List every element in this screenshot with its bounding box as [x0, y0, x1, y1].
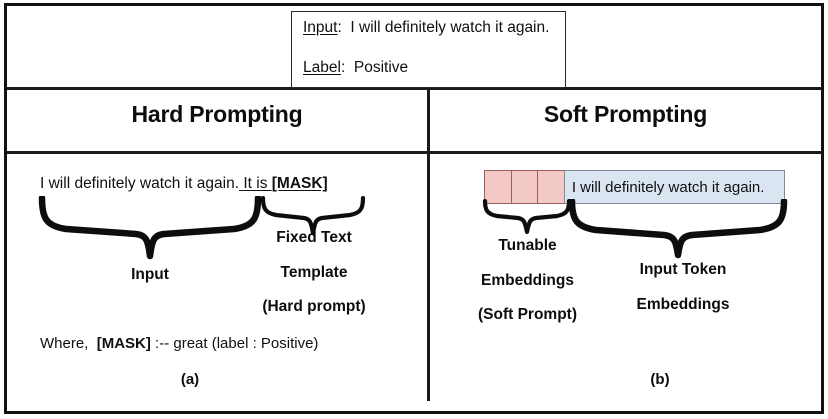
- label-key-label: Label: [303, 59, 341, 77]
- input-token-embedding-box: I will definitely watch it again.: [563, 170, 785, 204]
- input-key-label: Input: [303, 19, 338, 36]
- hard-template-text: It is [MASK]: [239, 175, 328, 192]
- subfigure-a-caption: (a): [180, 371, 200, 388]
- column-divider-rule: [427, 88, 430, 401]
- tunable-embeddings-brace-icon: [482, 199, 572, 235]
- header-divider-rule: [7, 87, 821, 90]
- fixed-text-template-label-group: Fixed Text Template (Hard prompt): [248, 230, 380, 315]
- input-token-line-2: Embeddings: [636, 295, 730, 313]
- soft-prompt-embedding-strip: I will definitely watch it again.: [484, 170, 785, 204]
- title-divider-rule: [7, 151, 821, 154]
- tunable-line-1: Tunable: [498, 237, 557, 254]
- fixed-text-line-1: Fixed Text: [276, 229, 352, 246]
- label-value-text: Positive: [353, 59, 409, 77]
- fixed-text-line-2: Template: [280, 263, 348, 281]
- figure-outer-frame: [4, 3, 824, 414]
- where-explanation-line: Where, [MASK] :-- great (label : Positiv…: [40, 335, 318, 352]
- label-line: Label: Positive: [303, 60, 565, 76]
- input-token-embedding-text: I will definitely watch it again.: [571, 178, 765, 196]
- tunable-line-2: Embeddings: [480, 271, 574, 289]
- input-label-box: Input: I will definitely watch it again.…: [291, 11, 566, 88]
- input-brace-icon: [38, 196, 262, 260]
- label-separator: :: [340, 59, 346, 77]
- tunable-line-3: (Soft Prompt): [477, 306, 577, 323]
- subfigure-b-caption: (b): [650, 371, 670, 388]
- input-separator: :: [337, 19, 342, 36]
- where-prefix-text: Where,: [40, 335, 89, 352]
- fixed-text-brace-icon: [260, 196, 366, 236]
- input-token-line-1: Input Token: [639, 261, 727, 278]
- hard-input-sentence-text: I will definitely watch it again.: [40, 175, 240, 192]
- input-token-embeddings-label-group: Input Token Embeddings: [608, 262, 758, 312]
- tunable-embedding-cell: [510, 170, 539, 204]
- hard-prompting-title: Hard Prompting: [131, 101, 303, 127]
- soft-prompting-title: Soft Prompting: [543, 101, 708, 127]
- fixed-text-line-3: (Hard prompt): [262, 298, 366, 315]
- hard-template-prefix: It is: [243, 175, 272, 192]
- input-line: Input: I will definitely watch it again.: [303, 19, 565, 36]
- tunable-embeddings-label-group: Tunable Embeddings (Soft Prompt): [460, 238, 595, 323]
- input-brace-label: Input: [131, 266, 169, 283]
- where-suffix-text: :-- great (label : Positive): [155, 335, 319, 352]
- input-value-text: I will definitely watch it again.: [350, 19, 550, 36]
- where-mask-token: [MASK]: [96, 335, 151, 352]
- input-token-embeddings-brace-icon: [568, 199, 788, 259]
- hard-mask-token: [MASK]: [271, 175, 328, 192]
- hard-prompt-sentence: I will definitely watch it again. It is …: [40, 175, 328, 193]
